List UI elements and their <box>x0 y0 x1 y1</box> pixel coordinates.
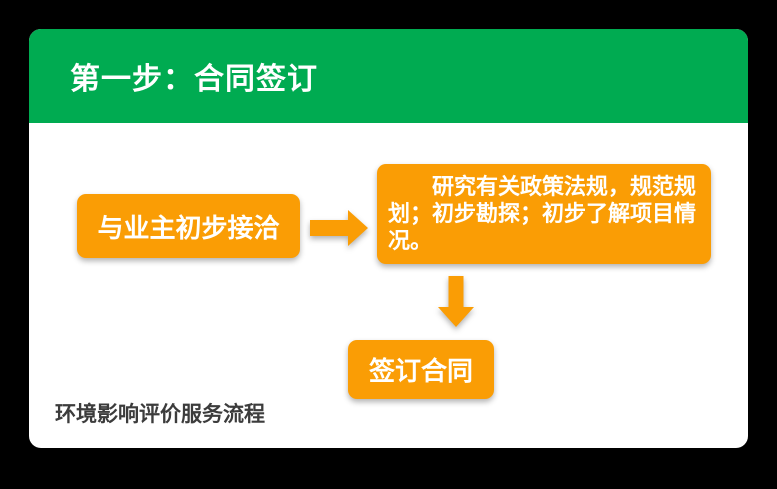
right-arrow-icon <box>310 210 368 246</box>
down-arrow-icon <box>438 276 474 327</box>
slide-header: 第一步：合同签订 <box>29 29 748 123</box>
flow-node-research-label: 研究有关政策法规，规范规划；初步勘探；初步了解项目情况。 <box>388 174 697 253</box>
flow-node-initial-contact-label: 与业主初步接洽 <box>97 212 280 243</box>
flow-node-research: 研究有关政策法规，规范规划；初步勘探；初步了解项目情况。 <box>377 164 711 264</box>
flow-node-sign-contract: 签订合同 <box>348 340 494 399</box>
footer-caption: 环境影响评价服务流程 <box>55 403 265 426</box>
flow-node-initial-contact: 与业主初步接洽 <box>77 194 300 258</box>
slide-card: 第一步：合同签订 与业主初步接洽 研究有关政策法规，规范规划；初步勘探；初步了解… <box>29 29 748 448</box>
flow-node-sign-contract-label: 签订合同 <box>368 356 473 386</box>
step-title: 第一步：合同签订 <box>70 63 318 96</box>
